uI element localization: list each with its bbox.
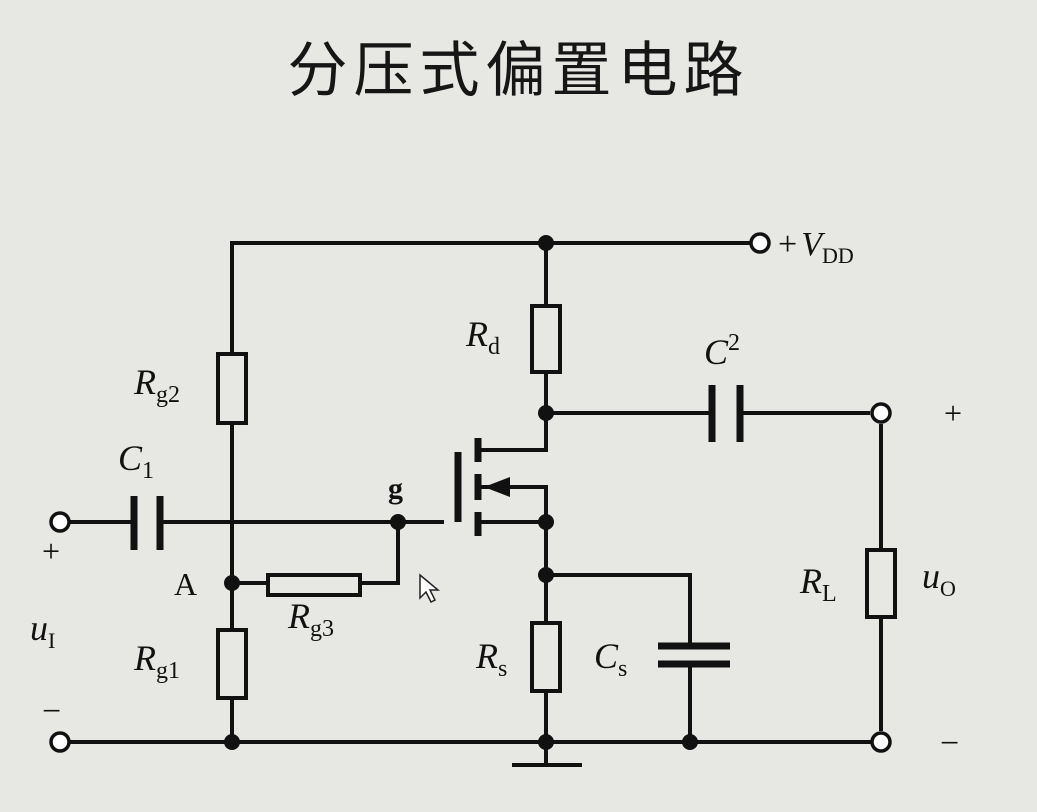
mosfet-transistor [454, 438, 548, 536]
output-plus-terminal [870, 402, 892, 424]
rs-label: Rs [475, 636, 507, 682]
rg1-label: Rg1 [133, 638, 180, 684]
rl-label: RL [799, 561, 837, 607]
rg1-resistor [216, 628, 248, 700]
arrow-icon [484, 477, 510, 497]
rd-resistor [530, 304, 562, 374]
input-plus-sign: + [42, 533, 60, 569]
c2-label: C2 [704, 330, 740, 372]
c1-capacitor [130, 496, 164, 550]
vdd-terminal [749, 232, 771, 254]
ui-label: uI [30, 608, 55, 653]
page-title: 分压式偏置电路 [287, 36, 750, 106]
c1-label: C1 [118, 438, 154, 484]
output-plus-sign: + [944, 395, 962, 431]
gate-label: g [388, 472, 403, 505]
rd-label: Rd [465, 314, 500, 360]
cs-label: Cs [594, 636, 627, 682]
rg3-resistor [266, 573, 362, 597]
cs-capacitor [658, 642, 730, 668]
junction-dots [224, 235, 698, 750]
c2-capacitor [708, 385, 744, 442]
rg3-label: Rg3 [287, 596, 334, 642]
output-minus-sign: − [940, 725, 959, 762]
mouse-cursor-icon [419, 573, 441, 604]
rl-resistor [865, 548, 897, 619]
rg2-label: Rg2 [133, 362, 180, 408]
node-a-label: A [174, 566, 197, 602]
vdd-label: +VDD [778, 226, 854, 268]
cs-wire [544, 573, 692, 744]
input-minus-terminal [49, 731, 71, 753]
uo-label: uO [922, 556, 956, 601]
output-minus-terminal [870, 731, 892, 753]
gate-lead [358, 520, 400, 585]
input-plus-terminal [49, 511, 71, 533]
input-minus-sign: − [42, 693, 61, 730]
rg2-resistor [216, 352, 248, 425]
rs-resistor [530, 621, 562, 693]
body-stub [476, 485, 548, 524]
